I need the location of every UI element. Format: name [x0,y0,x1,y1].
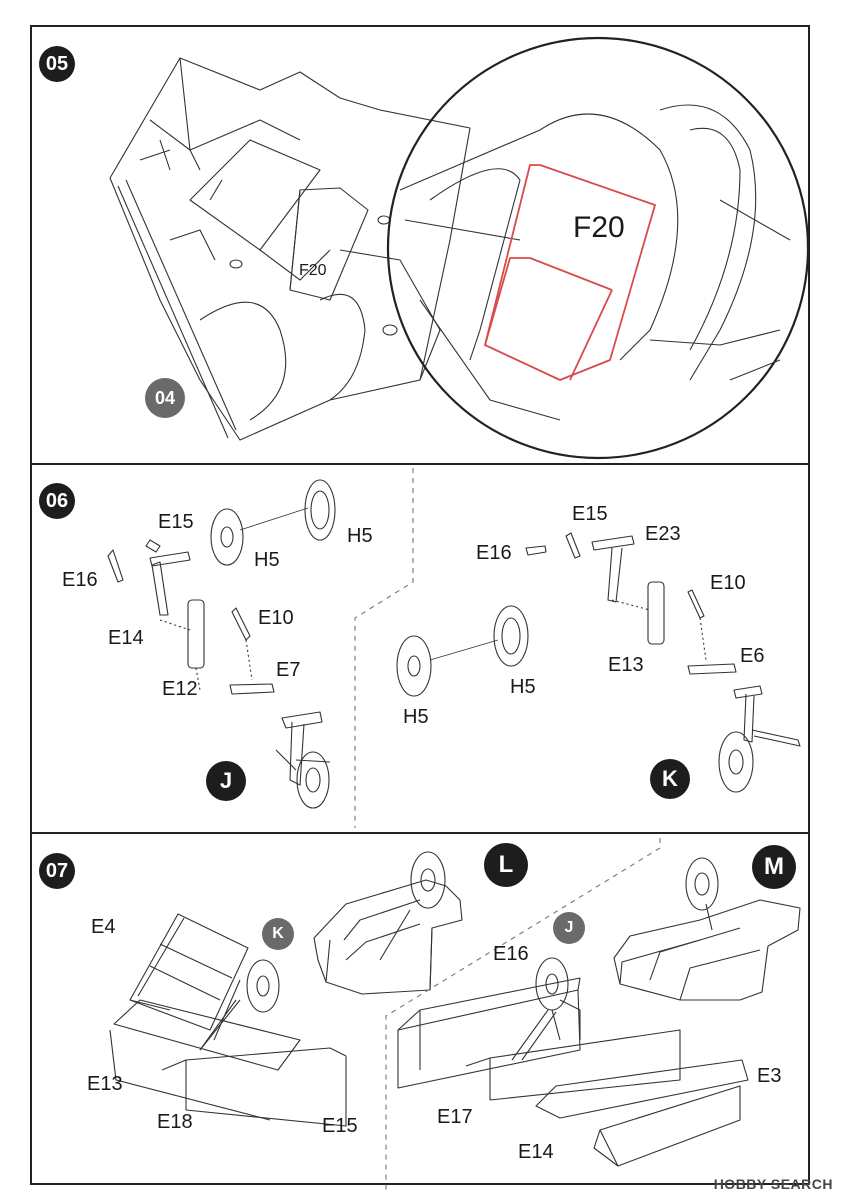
ref-badge-04: 04 [145,378,185,418]
label-h5-right-b: H5 [510,676,536,698]
label-e16: E16 [493,943,529,965]
label-e15-left: E15 [158,511,194,533]
label-e12-left: E12 [162,678,198,700]
insert-badge-j: J [553,912,585,944]
gear-k-assembled [718,685,801,793]
label-e3: E3 [757,1065,782,1087]
divider-05-06 [30,463,810,465]
label-e10-left: E10 [258,607,294,629]
label-e14-left: E14 [108,627,144,649]
step-number-06: 06 [39,483,75,519]
result-badge-j: J [206,761,246,801]
label-e10-right: E10 [710,572,746,594]
label-e15: E15 [322,1115,358,1137]
label-e15-right: E15 [572,503,608,525]
gear-j-assembled [275,711,331,809]
label-e14: E14 [518,1141,554,1163]
label-e18: E18 [157,1111,193,1133]
label-e23-right: E23 [645,523,681,545]
insert-badge-k: K [262,918,294,950]
bay-assembled-l [313,851,463,995]
label-e16-left: E16 [62,569,98,591]
divider-06-07 [30,832,810,834]
label-h5-right-a: H5 [403,706,429,728]
part-label-f20-small: F20 [299,262,327,279]
label-e13: E13 [87,1073,123,1095]
fuselage-underside-drawing [109,57,471,441]
label-h5-hub-left: H5 [254,549,280,571]
step07-divider [385,838,661,1190]
label-e17: E17 [437,1106,473,1128]
label-e4: E4 [91,916,116,938]
label-e16-right: E16 [476,542,512,564]
page-frame [30,25,810,1185]
label-e13-right: E13 [608,654,644,676]
result-badge-k: K [650,759,690,799]
result-badge-m: M [752,845,796,889]
bay-assembly-m [397,957,749,1167]
step06-divider [354,468,414,828]
label-h5-tire-left: H5 [347,525,373,547]
result-badge-l: L [484,843,528,887]
label-e7-left: E7 [276,659,301,681]
watermark: HOBBY SEARCH [713,1176,833,1192]
zoom-callout [386,36,810,460]
part-label-f20-zoom: F20 [573,211,625,244]
step-number-05: 05 [39,46,75,82]
bay-assembled-m [613,857,801,1001]
step-number-07: 07 [39,853,75,889]
label-e6-right: E6 [740,645,765,667]
bay-assembly-l [109,913,347,1127]
gear-k-exploded [396,532,737,697]
part-f20-highlight [484,164,656,381]
gear-j-exploded [107,479,336,695]
